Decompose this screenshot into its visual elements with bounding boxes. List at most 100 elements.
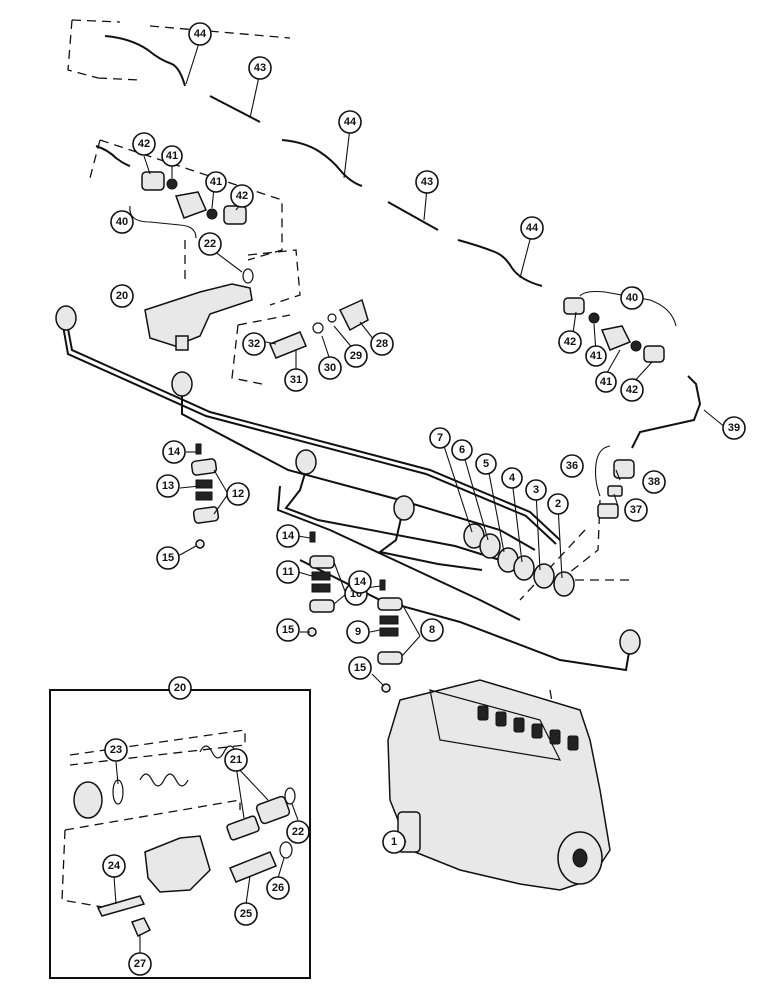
callout-42-c: 42 — [558, 330, 582, 354]
o-ring-22-inset — [284, 787, 296, 805]
callout-2: 2 — [547, 493, 569, 515]
callout-12: 12 — [226, 482, 250, 506]
svg-text:7: 7 — [437, 432, 443, 444]
callout-20-b: 20 — [168, 676, 192, 700]
cup-23 — [73, 781, 103, 819]
svg-text:4: 4 — [509, 472, 516, 484]
callout-36: 36 — [560, 454, 584, 478]
callout-43-b: 43 — [415, 170, 439, 194]
valve-body-20 — [144, 283, 253, 347]
hose-segment — [95, 145, 131, 167]
svg-text:6: 6 — [459, 444, 465, 456]
callout-6: 6 — [451, 439, 473, 461]
svg-text:44: 44 — [194, 28, 207, 40]
svg-text:30: 30 — [324, 362, 336, 374]
callout-14-b: 14 — [276, 524, 300, 548]
clamp-8-upper — [377, 597, 403, 611]
svg-text:28: 28 — [376, 338, 388, 350]
line-nut-3 — [295, 449, 317, 475]
grommet-11-b — [311, 583, 331, 593]
callout-5: 5 — [475, 453, 497, 475]
overflow-line-44-a — [104, 35, 186, 87]
svg-text:38: 38 — [648, 476, 660, 488]
callout-24: 24 — [102, 854, 126, 878]
grommet-11-a — [311, 571, 331, 581]
svg-text:40: 40 — [116, 216, 128, 228]
svg-text:27: 27 — [134, 958, 146, 970]
inset-dash-upper — [69, 729, 246, 766]
ring-30 — [312, 322, 324, 334]
callout-15-c: 15 — [348, 656, 372, 680]
svg-text:11: 11 — [282, 566, 294, 578]
svg-text:22: 22 — [204, 238, 216, 250]
valve-housing-inset — [144, 835, 211, 893]
svg-text:22: 22 — [292, 826, 304, 838]
washer-41-right — [206, 208, 218, 220]
overflow-line-44-c — [457, 239, 543, 287]
clamp-12-lower — [192, 506, 220, 524]
svg-text:8: 8 — [429, 624, 435, 636]
svg-text:44: 44 — [344, 116, 357, 128]
callout-13: 13 — [156, 474, 180, 498]
top-lines-group-outline — [67, 19, 291, 81]
pump-nut-2 — [553, 571, 575, 597]
svg-text:5: 5 — [483, 458, 489, 470]
svg-text:2: 2 — [555, 498, 561, 510]
banjo-fitting-right — [600, 325, 632, 351]
fitting-42-right — [223, 205, 247, 225]
svg-text:39: 39 — [728, 422, 740, 434]
clamp-8-lower — [377, 651, 403, 665]
screw-14-c — [379, 579, 386, 591]
washer-41-lower-right — [630, 340, 642, 352]
callout-22-a: 22 — [198, 232, 222, 256]
callout-37: 37 — [624, 498, 648, 522]
callout-14-c-real: 14 — [348, 570, 372, 594]
grommet-13-b — [195, 491, 213, 501]
svg-text:41: 41 — [600, 376, 612, 388]
spring-seat-32 — [269, 331, 307, 359]
svg-text:44: 44 — [526, 222, 539, 234]
callout-9: 9 — [346, 620, 370, 644]
bolt-25 — [229, 851, 277, 883]
svg-text:21: 21 — [230, 754, 242, 766]
svg-text:43: 43 — [254, 62, 266, 74]
svg-text:41: 41 — [166, 150, 178, 162]
bracket-36 — [594, 445, 611, 497]
callout-41-a: 41 — [161, 145, 183, 167]
callout-1: 1 — [382, 830, 406, 854]
svg-text:1: 1 — [391, 836, 397, 848]
svg-text:42: 42 — [236, 190, 248, 202]
callout-23: 23 — [104, 738, 128, 762]
svg-text:20: 20 — [174, 682, 186, 694]
o-ring-22 — [242, 268, 254, 284]
fitting-42-upper-right — [563, 297, 585, 315]
line-nut-4 — [393, 495, 415, 521]
valve-group-outline — [184, 240, 301, 306]
svg-text:31: 31 — [290, 374, 302, 386]
cap-28 — [338, 298, 369, 332]
svg-text:14: 14 — [168, 446, 181, 458]
pump-right-outline — [559, 499, 630, 581]
svg-text:23: 23 — [110, 744, 122, 756]
callout-29: 29 — [344, 344, 368, 368]
pump-outlet-row — [477, 705, 579, 751]
callout-21: 21 — [224, 748, 248, 772]
svg-text:14: 14 — [282, 530, 295, 542]
callout-8: 8 — [420, 618, 444, 642]
grommet-9-a — [379, 615, 399, 625]
svg-text:37: 37 — [630, 504, 642, 516]
leader-lines — [113, 39, 727, 954]
callout-30: 30 — [318, 356, 342, 380]
nut-36 — [597, 503, 619, 519]
callout-3: 3 — [525, 479, 547, 501]
callout-14-a: 14 — [162, 440, 186, 464]
callout-39: 39 — [722, 416, 746, 440]
callout-41-d: 41 — [595, 371, 617, 393]
svg-text:9: 9 — [355, 626, 361, 638]
nut-27 — [130, 917, 152, 938]
washer-41-upper-right — [588, 312, 600, 324]
svg-text:15: 15 — [162, 552, 174, 564]
svg-text:24: 24 — [108, 860, 121, 872]
fitting-42-left — [141, 171, 165, 191]
svg-text:42: 42 — [564, 336, 576, 348]
